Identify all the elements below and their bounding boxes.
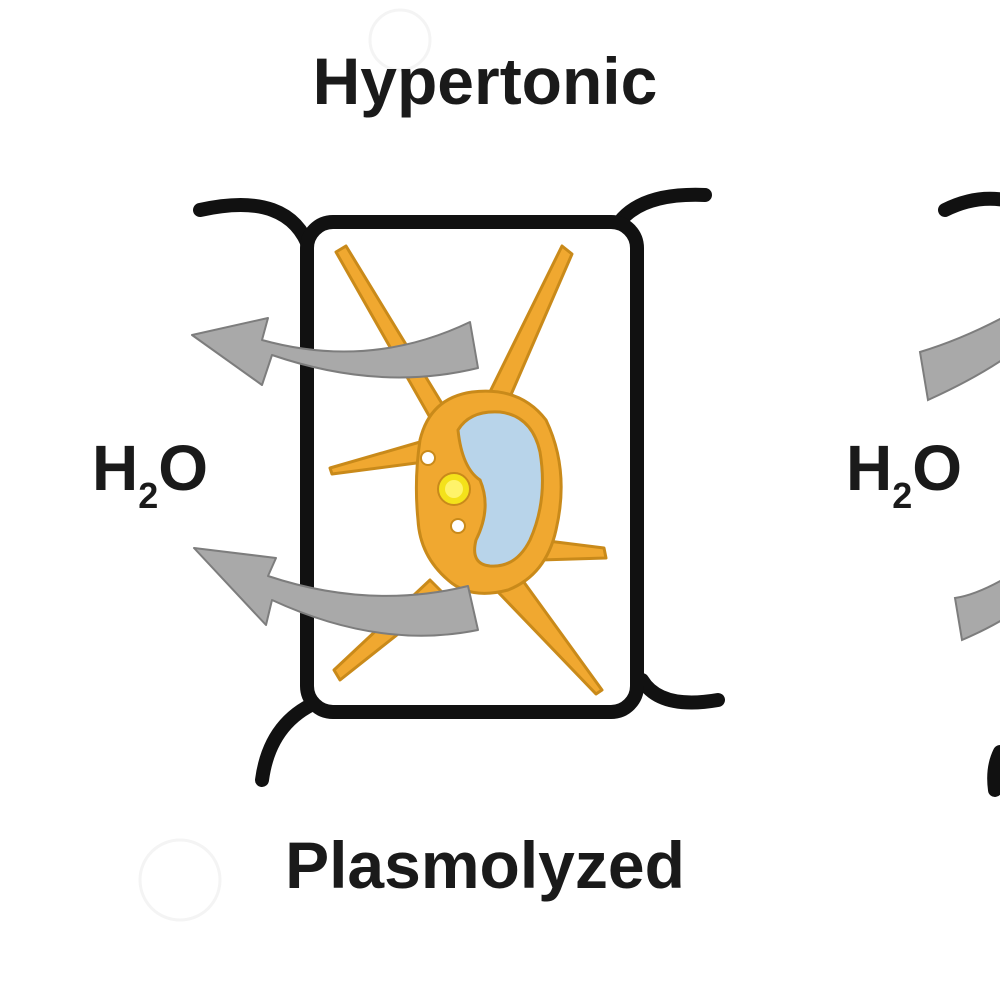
arrow-right-bottom — [953, 579, 1000, 642]
arrow-out-bottom — [193, 547, 479, 637]
watermark-icon — [138, 8, 432, 922]
title-hypertonic: Hypertonic — [312, 44, 658, 118]
water-arrows-right — [918, 317, 1000, 642]
organelle-bottom — [450, 518, 466, 534]
h2o-left-subscript: 2 — [138, 475, 159, 516]
title-plasmolyzed: Plasmolyzed — [285, 828, 685, 902]
neighbor-wall-bottom-right — [635, 673, 725, 710]
vacuole — [456, 410, 544, 568]
nucleolus-highlight — [445, 480, 463, 498]
neighbor-wall-far-right — [938, 191, 1000, 217]
neighbor-wall-far-right-bottom — [987, 745, 1000, 797]
water-arrows-left — [191, 317, 479, 637]
h2o-left-h: H — [92, 432, 139, 504]
h2o-right-o: O — [912, 432, 963, 504]
h2o-left-o: O — [158, 432, 209, 504]
organelle-top — [420, 450, 436, 466]
arrow-out-top — [191, 317, 479, 386]
h2o-right-h: H — [846, 432, 893, 504]
arrow-right-top — [918, 317, 1000, 402]
h2o-label-right: H2O — [846, 436, 962, 514]
h2o-label-left: H2O — [92, 436, 208, 514]
neighbor-wall-top-left — [193, 198, 317, 257]
h2o-right-subscript: 2 — [892, 475, 913, 516]
